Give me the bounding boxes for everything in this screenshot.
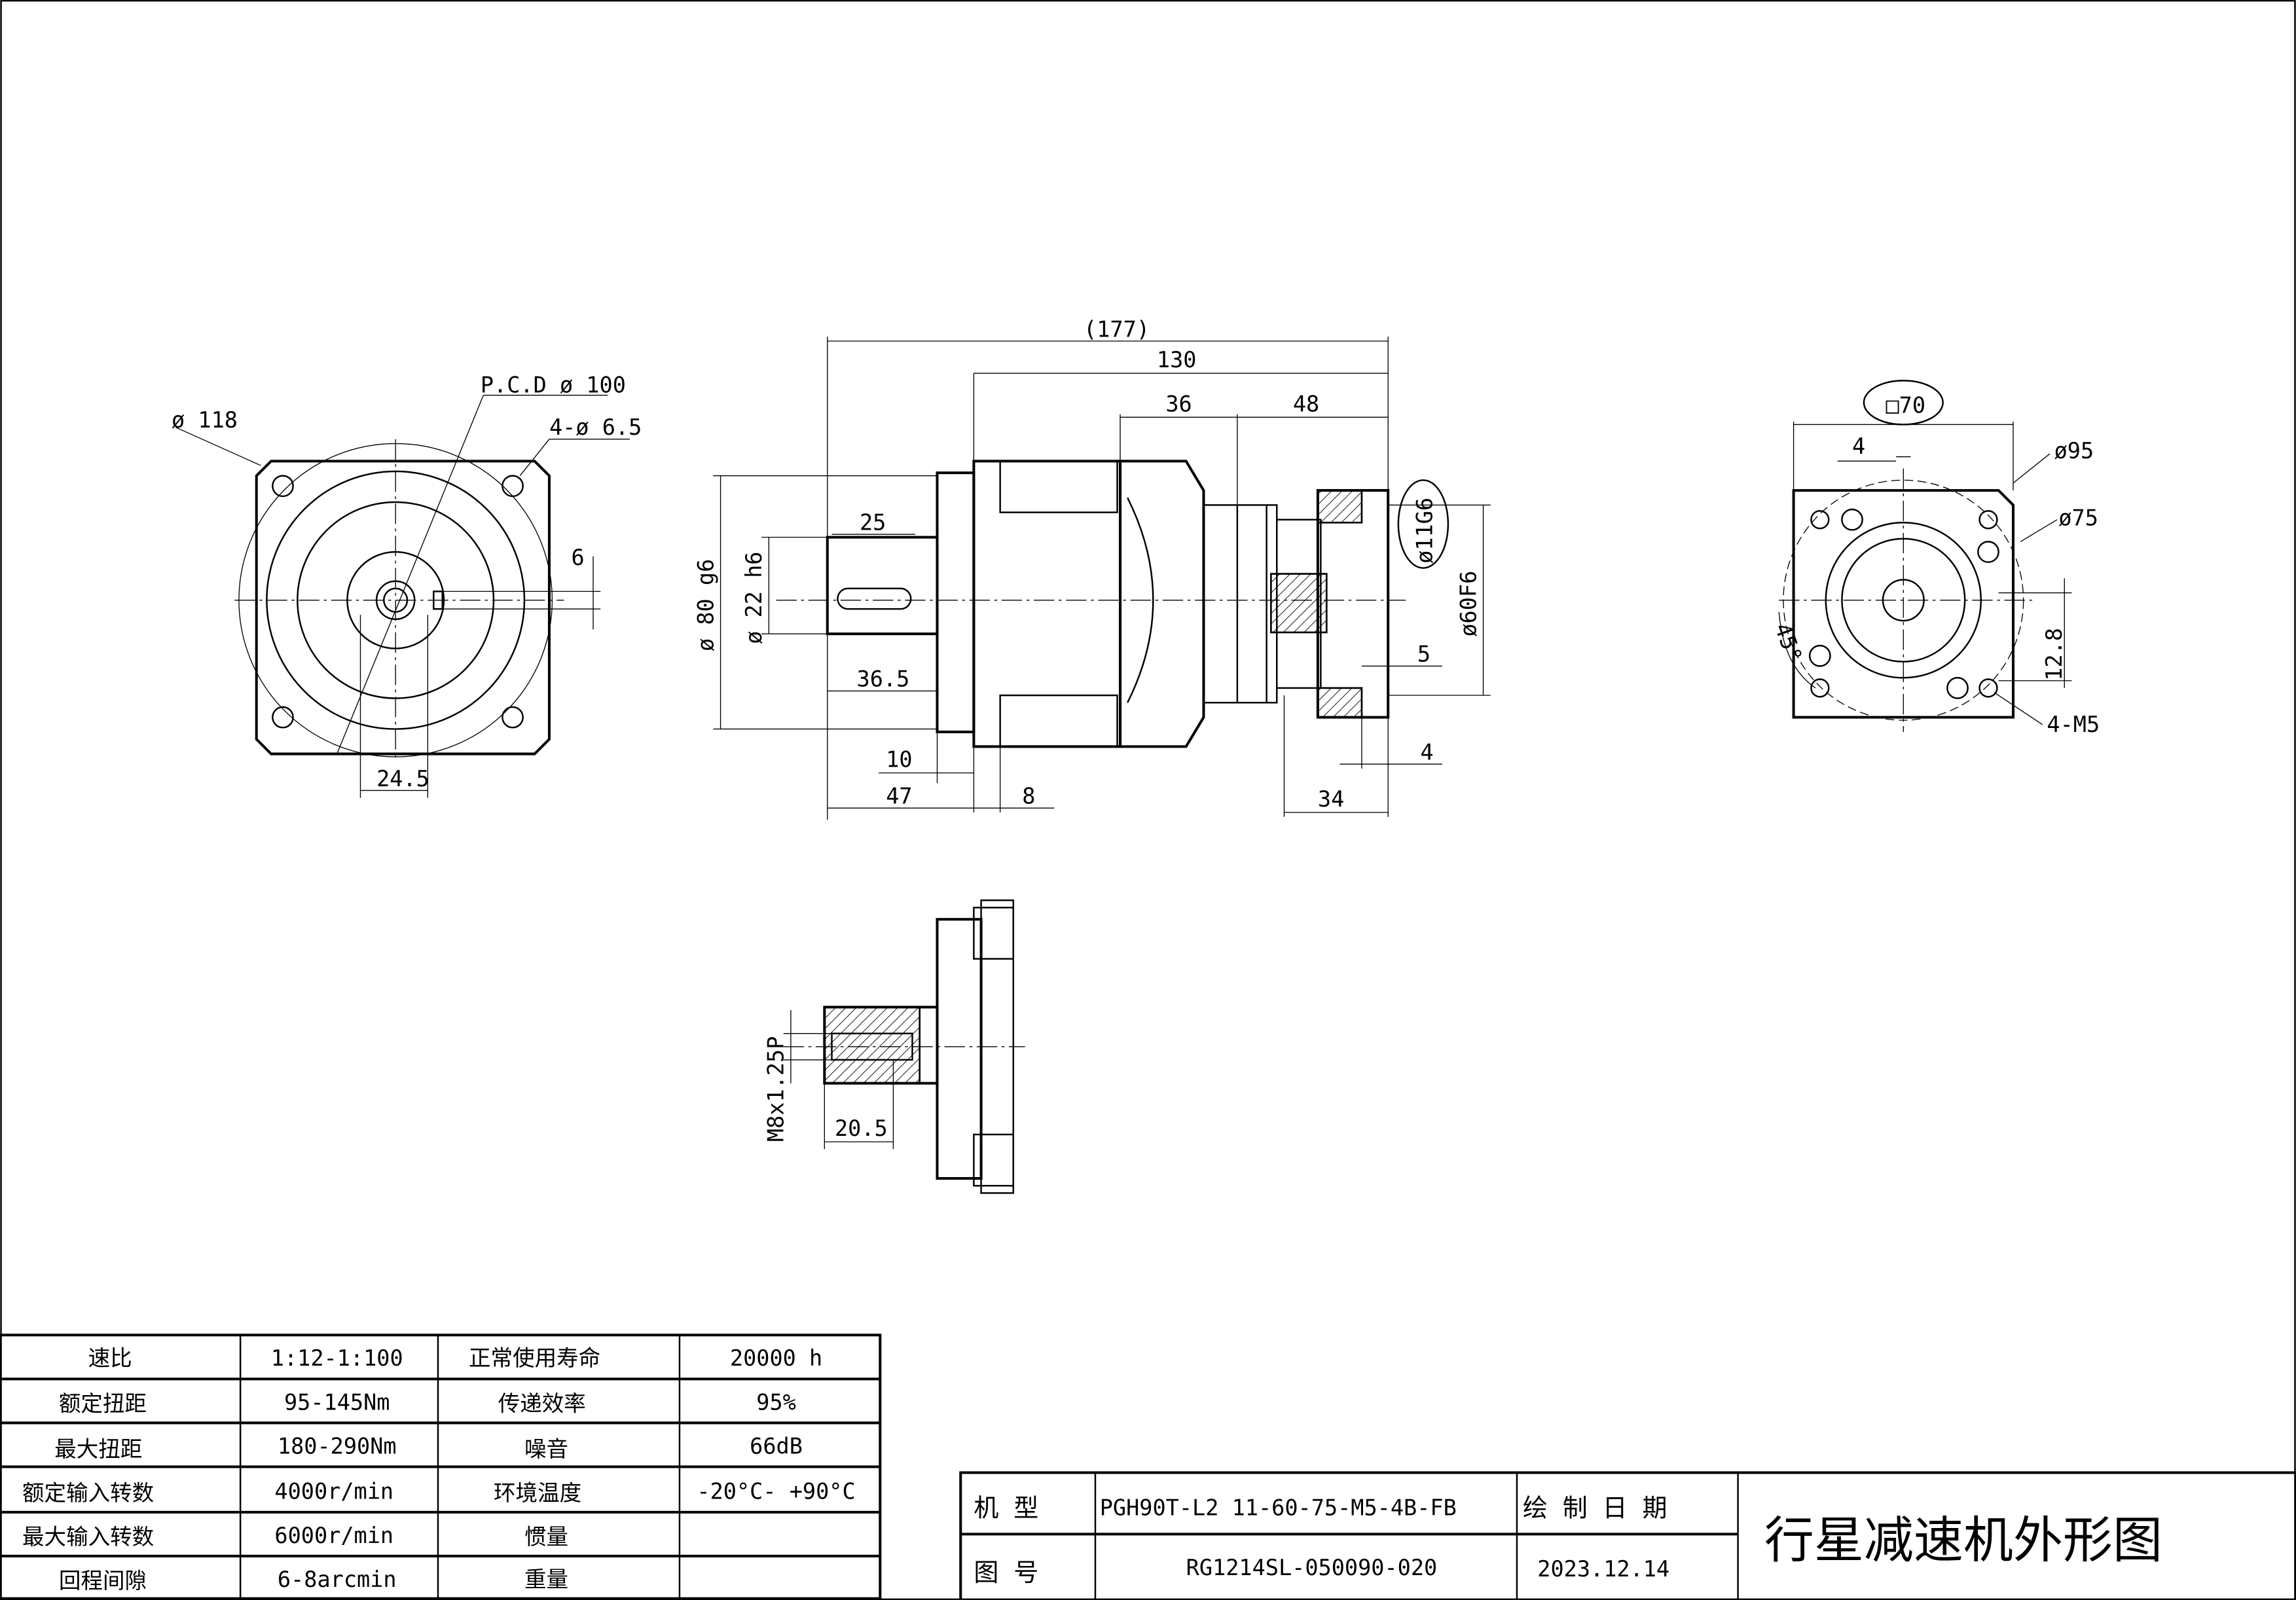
model-value: PGH90T-L2 11-60-75-M5-4B-FB [1100,1495,1457,1520]
spec-value: 180-290Nm [278,1433,397,1459]
dim-177: (177) [1084,316,1150,342]
dim-34: 34 [1318,786,1344,812]
spec-label: 额定扭距 [59,1391,147,1417]
dim-d11: ø11G6 [1412,498,1437,564]
spec-label: 最大扭距 [54,1436,142,1462]
dim-47: 47 [886,784,912,809]
dim-sq70: □70 [1886,393,1925,418]
model-label: 机 型 [974,1494,1038,1523]
dim-d118: ø 118 [172,407,238,433]
spec-value: 1:12-1:100 [271,1345,403,1371]
dim-d22: ø 22 h6 [741,552,767,644]
dim-8: 8 [1022,784,1035,809]
spec-label: 惯量 [524,1524,568,1550]
mounting-holes-m5 [1808,508,1999,699]
date-label: 绘 制 日 期 [1523,1494,1667,1523]
spec-value: 6000r/min [274,1523,393,1548]
spec-label: 噪音 [524,1436,568,1462]
spec-value: 66dB [750,1433,803,1459]
front-view: ø 118 P.C.D ø 100 4-ø 6.5 6 24.5 [172,372,642,798]
dim-130: 130 [1157,347,1197,373]
dim-4: 4 [1420,740,1433,765]
spec-value: 20000 h [730,1345,822,1371]
date-value: 2023.12.14 [1537,1556,1669,1582]
drawing-no-value: RG1214SL-050090-020 [1186,1555,1438,1580]
dim-20-5: 20.5 [835,1116,888,1141]
dim-d95: ø95 [2054,438,2094,464]
drawing-title: 行星减速机外形图 [1764,1511,2162,1569]
spec-label: 重量 [524,1567,568,1592]
dim-4-m5: 4-M5 [2047,712,2100,737]
spec-label: 最大输入转数 [22,1524,154,1550]
dim-d75: ø75 [2058,505,2098,531]
spec-value: 6-8arcmin [278,1567,397,1592]
dim-thread: M8x1.25P [763,1036,789,1142]
spec-value: -20°C- +90°C [697,1479,855,1504]
dim-key-4: 4 [1852,433,1865,459]
dim-12-8: 12.8 [2041,628,2067,681]
dim-25: 25 [860,509,886,535]
dim-d60: ø60F6 [1455,571,1481,637]
spec-value: 95% [756,1389,796,1415]
dim-36-5: 36.5 [857,666,910,692]
dim-holes: 4-ø 6.5 [549,414,642,440]
dim-10: 10 [886,747,912,773]
spec-label: 速比 [88,1345,132,1371]
dim-d80: ø 80 g6 [693,559,718,651]
spec-label: 环境温度 [494,1480,581,1506]
dim-key-6: 6 [571,545,584,570]
spec-label: 额定输入转数 [22,1480,154,1506]
dim-48: 48 [1293,391,1319,416]
dim-pcd: P.C.D ø 100 [481,372,626,397]
spec-label: 回程间隙 [59,1568,147,1593]
drawing-no-label: 图 号 [974,1558,1038,1587]
spec-label: 正常使用寿命 [469,1345,600,1371]
title-block: 机 型 PGH90T-L2 11-60-75-M5-4B-FB 绘 制 日 期 … [959,1471,2296,1600]
side-view: (177) 130 36 48 25 ø 80 g6 ø 22 h6 36.5 … [693,316,1491,820]
dim-24-5: 24.5 [376,766,429,791]
spec-value: 95-145Nm [284,1389,390,1415]
dim-5: 5 [1417,642,1430,667]
spec-table: 速比 1:12-1:100 正常使用寿命 20000 h 额定扭距 95-145… [0,1334,882,1600]
spec-value: 4000r/min [274,1479,393,1504]
dim-36: 36 [1165,391,1192,416]
rear-view: □70 4 ø95 ø75 45° 12.8 4-M5 [1770,380,2100,737]
detail-view: M8x1.25P 20.5 [763,899,1025,1194]
dim-angle-45: 45° [1770,619,1807,665]
spec-label: 传递效率 [498,1391,586,1417]
mounting-holes [272,475,524,729]
